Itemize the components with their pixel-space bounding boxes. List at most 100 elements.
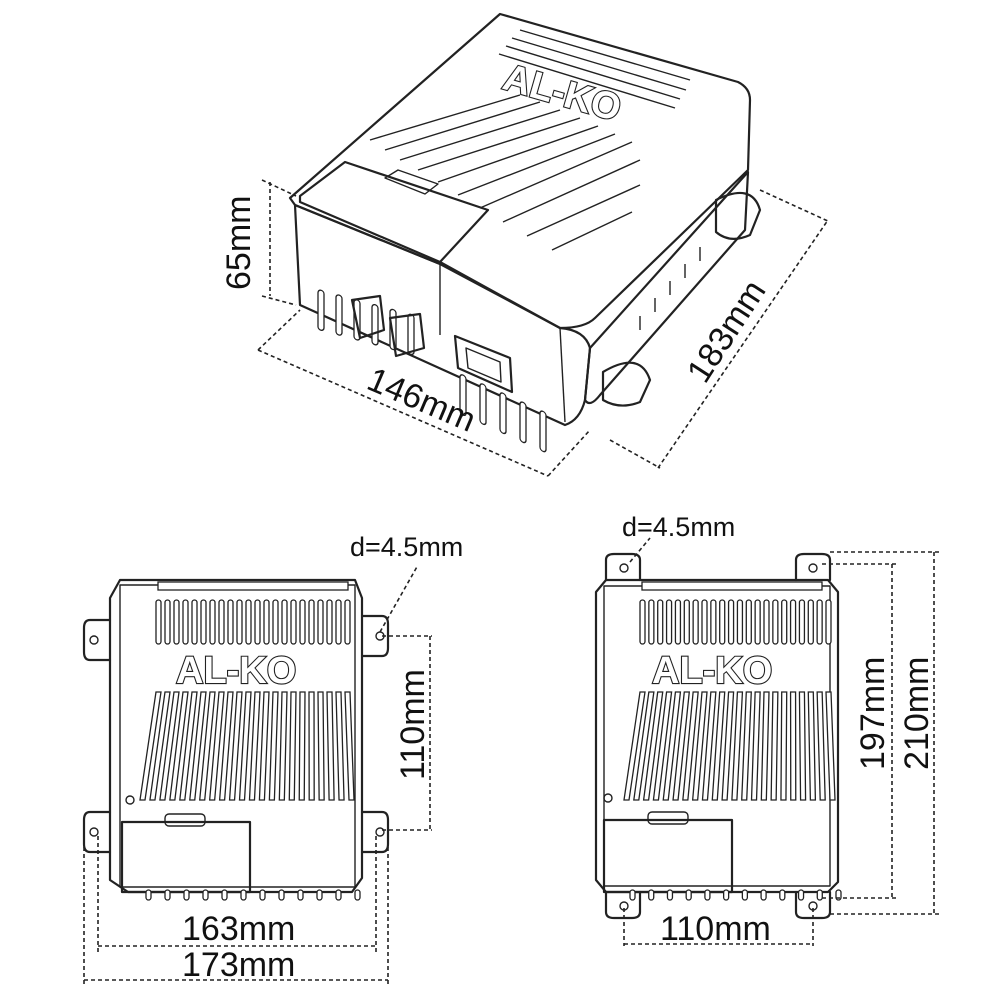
- front-hole-label: d=4.5mm: [350, 532, 463, 562]
- vent-slot: [672, 691, 691, 801]
- vent-slot: [825, 599, 832, 645]
- bottom-slot: [354, 889, 361, 901]
- bottom-slot: [797, 889, 805, 901]
- vent-slot: [727, 599, 735, 645]
- vent-slot: [308, 691, 315, 801]
- vent-slot: [721, 691, 735, 801]
- vent-slot: [139, 691, 162, 801]
- vent-slot: [248, 691, 261, 801]
- front-view: AL-KO 110mm d=4.5mm 163mm 173mm: [82, 532, 463, 986]
- vent-slot: [238, 691, 252, 801]
- vent-slot: [710, 599, 717, 645]
- vent-slot: [770, 691, 779, 801]
- bottom-slot: [816, 889, 823, 901]
- iso-logo: AL-KO: [498, 57, 625, 131]
- iso-depth-dim-line: [657, 219, 829, 469]
- iso-right-vents: [639, 247, 701, 330]
- bottom-slot: [316, 889, 323, 901]
- vent-slot: [789, 599, 797, 645]
- iso-view: AL-KO: [220, 12, 831, 477]
- vent-slot: [741, 691, 752, 801]
- iso-top-slots-upper: [498, 29, 691, 109]
- iso-width-label: 146mm: [362, 360, 481, 439]
- rear-lug-tr: [794, 552, 832, 582]
- vent-slot: [159, 691, 180, 801]
- rear-lug-bl: [604, 890, 642, 920]
- vent-slot: [254, 599, 261, 645]
- iso-height-label: 65mm: [220, 196, 258, 290]
- vent-slot: [263, 599, 270, 645]
- vent-slot: [682, 691, 699, 801]
- front-lug-bl: [82, 810, 112, 854]
- rear-hole-spacing-label: 110mm: [660, 910, 771, 948]
- vent-slot: [317, 599, 324, 645]
- vent-slot: [189, 691, 207, 801]
- vent-slot: [798, 599, 806, 645]
- bottom-slot: [779, 889, 786, 901]
- vent-slot: [692, 599, 699, 645]
- bottom-slot: [278, 889, 285, 901]
- iso-front-vents: [317, 289, 547, 453]
- front-lug-tr: [360, 614, 390, 658]
- bottom-slot: [685, 889, 692, 901]
- vent-slot: [191, 599, 198, 645]
- rear-slots-fan: [623, 691, 836, 801]
- iso-width-dim-line: [257, 349, 549, 477]
- vent-slot: [711, 691, 726, 801]
- vent-slot: [807, 599, 814, 645]
- vent-slot: [335, 691, 345, 801]
- vent-slot: [236, 599, 243, 645]
- bottom-slot: [240, 889, 247, 901]
- bottom-slot: [704, 889, 711, 901]
- vent-slot: [173, 599, 180, 645]
- vent-slot: [760, 691, 770, 801]
- vent-slot: [149, 691, 171, 801]
- vent-slot: [701, 691, 717, 801]
- vent-slot: [218, 691, 234, 801]
- bottom-slot: [221, 889, 228, 901]
- vent-slot: [701, 599, 708, 645]
- rear-slots-upper: [639, 599, 832, 645]
- front-lug-tl: [82, 618, 112, 662]
- front-lug-br: [360, 810, 390, 854]
- vent-slot: [816, 599, 823, 645]
- vent-slot: [763, 599, 770, 645]
- vent-slot: [164, 599, 171, 645]
- rear-view: AL-KO d=4.5mm 110mm 197mm 210mm: [594, 512, 940, 948]
- vent-slot: [326, 599, 333, 645]
- vent-slot: [642, 691, 664, 801]
- vent-slot: [745, 599, 752, 645]
- iso-depth-label: 183mm: [680, 274, 774, 390]
- vent-slot: [750, 691, 761, 801]
- rear-outer-length-label: 210mm: [898, 657, 936, 770]
- vent-slot: [825, 691, 836, 801]
- front-hole-spacing-label: 110mm: [394, 669, 432, 780]
- front-view-outline: [108, 578, 364, 894]
- vent-slot: [807, 691, 817, 801]
- front-slots-row-top: [157, 581, 349, 591]
- vent-slot: [798, 691, 807, 801]
- vent-slot: [209, 599, 216, 645]
- iso-cover-handle: [384, 169, 439, 195]
- vent-slot: [691, 691, 708, 801]
- vent-slot: [662, 691, 682, 801]
- rear-slots-row-top: [641, 581, 823, 591]
- front-cover: [120, 820, 252, 894]
- vent-slot: [789, 691, 797, 801]
- vent-slot: [298, 691, 306, 801]
- front-slots-fan: [139, 691, 355, 801]
- bottom-slot: [741, 889, 749, 901]
- front-outer-width-label: 173mm: [182, 946, 295, 984]
- vent-slot: [665, 599, 673, 645]
- vent-slot: [179, 691, 198, 801]
- vent-slot: [278, 691, 288, 801]
- iso-mount-tab-1: [601, 361, 652, 407]
- front-inner-width-label: 163mm: [182, 910, 295, 948]
- vent-slot: [780, 691, 788, 801]
- bottom-slot: [760, 889, 767, 901]
- vent-slot: [657, 599, 664, 645]
- vent-slot: [317, 691, 325, 801]
- bottom-slot: [335, 889, 342, 901]
